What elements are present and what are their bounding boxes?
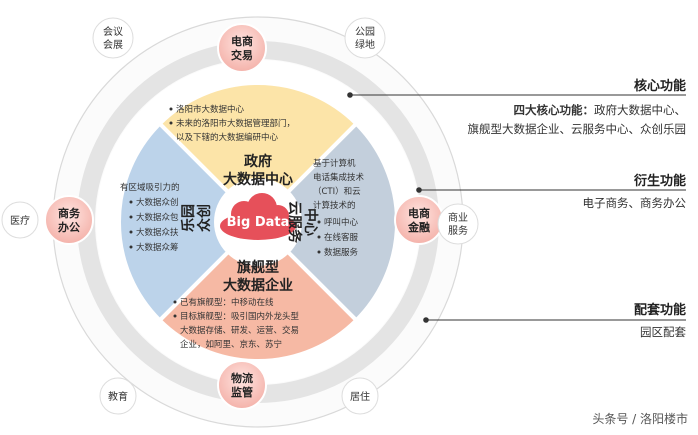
center-logo: Big Data [227,215,290,230]
quadrant-right-bullets: 基于计算机 电话集成技术 （CTI）和云 计算技术的 呼叫中心 在线客服 数据服… [313,158,365,258]
outer-park-2: 绿地 [355,38,375,51]
bottom-bullet-3: 大数据存储、研发、运营、交易 [180,325,299,336]
outer-living: 居住 [350,390,370,403]
cloud-icon [220,193,296,240]
quadrant-left [117,120,261,324]
ring-node-top-2: 交易 [231,48,253,62]
top-bullet-2: 未来的洛阳市大数据管理部门， [176,118,295,129]
top-bullet-1: 洛阳市大数据中心 [176,104,245,115]
ring-node-bottom-2: 监管 [231,385,253,399]
right-intro-3: （CTI）和云 [313,186,361,197]
outer-park-1: 公园 [355,26,375,38]
right-bullet-2: 在线客服 [324,232,359,243]
right-intro-1: 基于计算机 [313,158,356,169]
left-bullet-3: 大数据众扶 [136,227,179,238]
ring-node-left: 商务 办公 [44,195,94,245]
outer-business-2: 服务 [448,224,468,237]
bottom-bullet-2: 目标旗舰型：吸引国内外龙头型 [180,311,300,322]
left-intro: 有区域吸引力的 [120,182,180,193]
outer-meeting-1: 会议 [103,25,123,38]
right-bullet-1: 呼叫中心 [324,217,359,228]
ring-node-bottom-1: 物流 [231,371,253,385]
left-bullet-1: 大数据众创 [136,197,179,208]
right-bullet-3: 数据服务 [324,247,359,258]
outer-meeting-2: 会展 [103,38,123,51]
derived-function-title: 衍生功能 [633,174,686,189]
bottom-bullet-4: 企业，如阿里、京东、苏宁 [180,339,282,350]
quadrant-top-bullets: 洛阳市大数据中心 未来的洛阳市大数据管理部门， 以及下辖的大数据编研中心 [169,104,295,143]
ring-node-right: 电商 金融 [394,195,444,245]
quadrant-bottom-title-1: 旗舰型 [237,259,279,276]
outer-medical: 医疗 [10,214,30,227]
core-function-line-2: 旗舰型大数据企业、云服务中心、众创乐园 [467,122,687,136]
quadrant-right-title: 云服务 中心 [286,201,319,244]
outer-education: 教育 [108,390,128,403]
bottom-bullet-1: 已有旗舰型：中移动在线 [180,297,274,308]
ring-node-top: 电商 交易 [217,23,267,73]
outer-label-living: 居住 [341,377,379,415]
quadrant-left-title-2: 乐园 [180,204,197,232]
quadrant-left-bullets: 有区域吸引力的 大数据众创 大数据众包 大数据众扶 大数据众筹 [120,182,180,253]
outer-business-1: 商业 [448,211,468,224]
ring-node-top-1: 电商 [231,34,253,48]
connector-lines [350,94,686,321]
ring-node-left-1: 商务 [58,206,81,220]
quadrant-right-title-2: 中心 [302,208,319,236]
derived-function-line: 电子商务、商务办公 [582,196,687,210]
support-function-line: 园区配套 [640,325,686,339]
core-function-title: 核心功能 [633,79,686,94]
outer-label-park: 公园 绿地 [344,17,386,59]
watermark: 头条号 / 洛阳楼市 [592,412,688,426]
outer-label-medical: 医疗 [1,201,39,239]
quadrant-bottom-title-2: 大数据企业 [223,277,293,294]
ring-node-right-2: 金融 [407,220,430,234]
quadrant-top [156,81,360,225]
support-function-title: 配套功能 [633,303,686,318]
quadrant-left-title: 众创 乐园 [180,204,213,232]
ring-node-right-1: 电商 [408,206,430,220]
quadrant-right-title-1: 云服务 [286,201,303,244]
right-intro-4: 计算技术的 [313,200,356,211]
quadrants [117,81,399,363]
left-bullet-4: 大数据众筹 [136,242,179,253]
quadrant-bottom-bullets: 已有旗舰型：中移动在线 目标旗舰型：吸引国内外龙头型 大数据存储、研发、运营、交… [173,297,300,350]
quadrant-left-title-1: 众创 [196,204,213,232]
quadrant-top-title-1: 政府 [244,153,272,170]
left-bullet-2: 大数据众包 [136,212,179,223]
core-function-items-1: 政府大数据中心、 [594,103,686,117]
outer-label-education: 教育 [99,377,137,415]
right-intro-2: 电话集成技术 [313,172,365,183]
core-function-label: 四大核心功能： [513,103,595,117]
quadrant-top-title-2: 大数据中心 [223,171,293,188]
ring-node-bottom: 物流 监管 [217,360,267,410]
outer-label-business: 商业 服务 [437,203,479,245]
ring-node-left-2: 办公 [58,220,80,234]
core-function-line-1: 四大核心功能：政府大数据中心、 [514,102,687,119]
quadrant-bottom [156,219,360,363]
connector-dots [347,92,429,323]
outer-label-meeting: 会议 会展 [92,17,134,59]
top-bullet-3: 以及下辖的大数据编研中心 [176,132,279,143]
